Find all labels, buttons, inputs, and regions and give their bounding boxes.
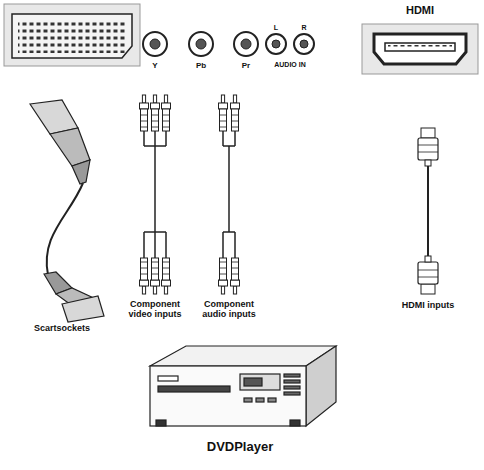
signal-name: L xyxy=(269,24,283,32)
part-name: Component video inputs xyxy=(120,300,190,320)
component-audio-cable xyxy=(219,95,240,294)
hdmi-cable xyxy=(418,128,438,294)
section-heading: HDMI xyxy=(390,4,450,16)
part-name: Scartsockets xyxy=(17,324,107,334)
part-name: HDMI inputs xyxy=(393,301,463,311)
rca-sockets xyxy=(143,32,314,56)
hdmi-socket xyxy=(362,24,478,74)
part-name: Component audio inputs xyxy=(194,300,264,320)
component-video-cable xyxy=(140,95,171,294)
signal-name: Pr xyxy=(236,62,256,71)
dvd-player xyxy=(150,346,336,426)
scart-cable xyxy=(30,100,104,322)
signal-name: AUDIO IN xyxy=(265,61,315,69)
signal-name: R xyxy=(297,24,311,32)
signal-name: Y xyxy=(145,62,165,71)
signal-name: Pb xyxy=(191,62,211,71)
device-name: DVDPlayer xyxy=(180,440,300,454)
scart-socket xyxy=(4,4,140,66)
